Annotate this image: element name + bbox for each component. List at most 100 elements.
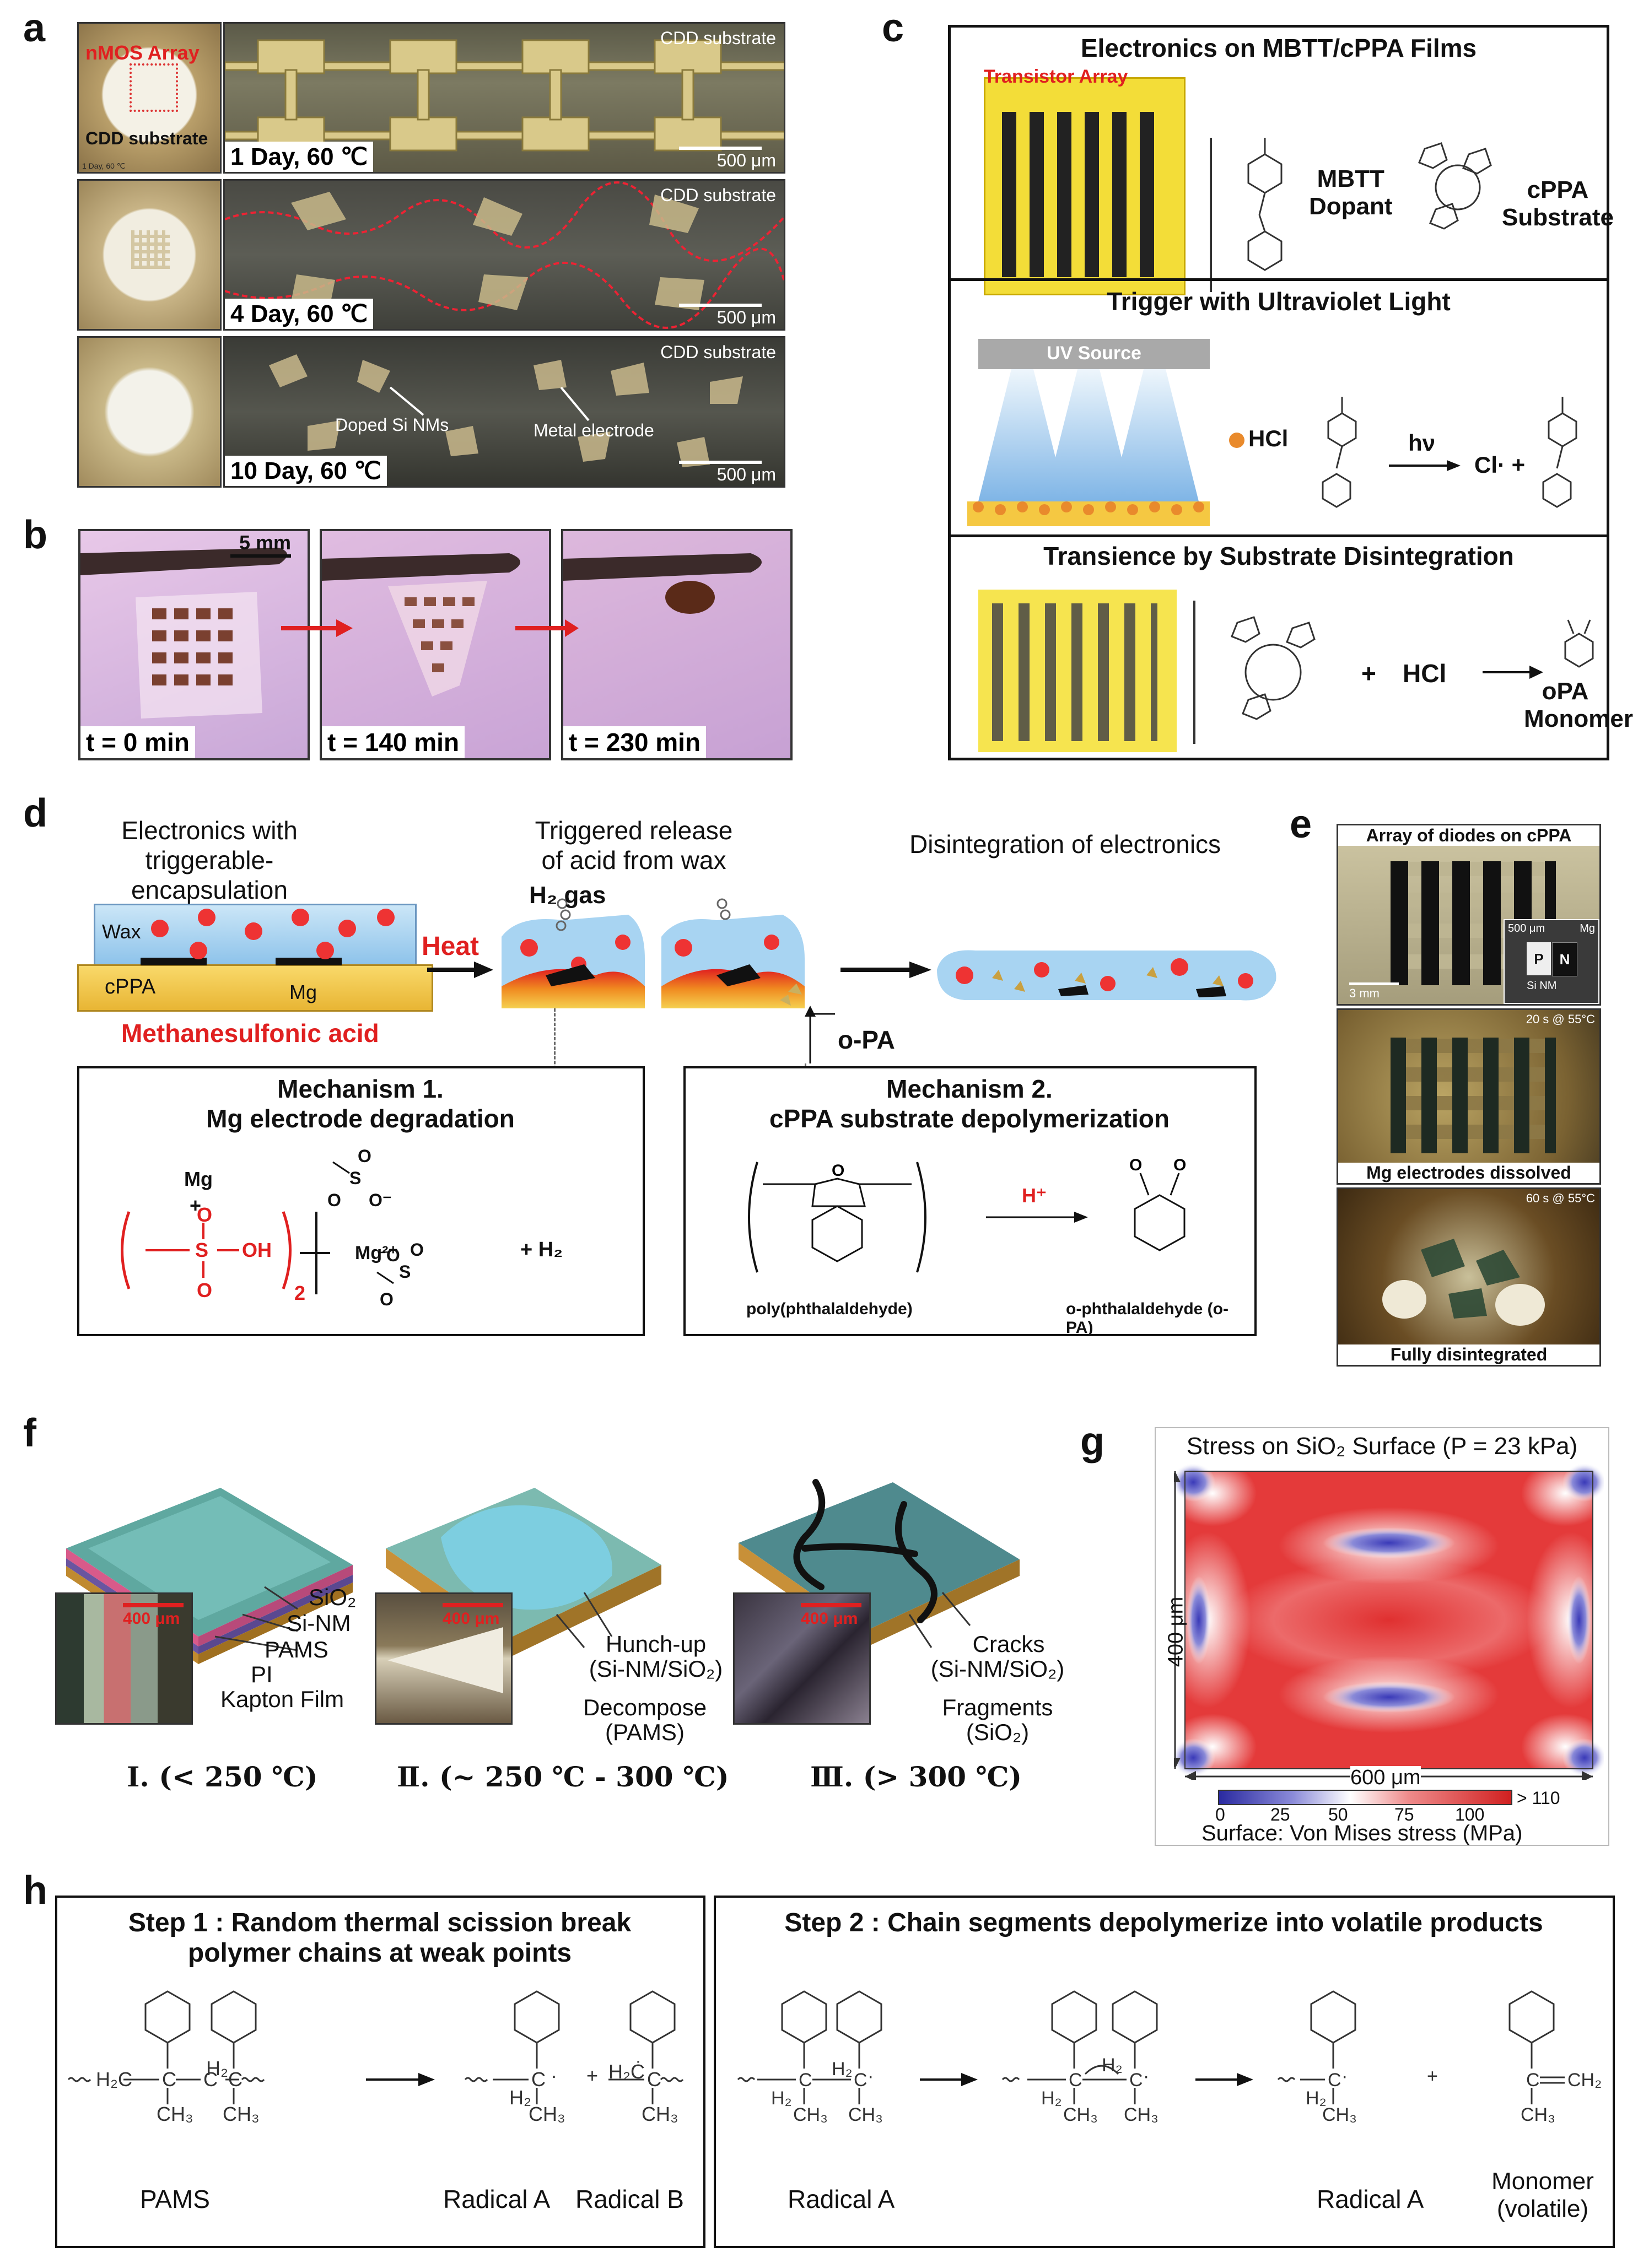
e-top-label: Array of diodes on cPPA xyxy=(1338,825,1599,846)
svg-text:S: S xyxy=(399,1262,411,1282)
svg-text:H₂: H₂ xyxy=(1102,2055,1123,2076)
svg-text:C: C xyxy=(162,2068,176,2091)
f-l3-0: Cracks xyxy=(972,1631,1045,1657)
g-tick-3: 75 xyxy=(1394,1805,1414,1824)
svg-text:CH₂: CH₂ xyxy=(1567,2070,1602,2091)
a-row2-array xyxy=(131,230,170,269)
c-film-3 xyxy=(978,590,1177,752)
c-s3-arrow xyxy=(1483,666,1543,679)
panel-label-g: g xyxy=(1080,1419,1104,1464)
svg-text:C: C xyxy=(203,2068,218,2091)
svg-text:2: 2 xyxy=(294,1282,305,1304)
d-m1-mg: Mg xyxy=(184,1168,213,1190)
a-row3-label-si: Doped Si NMs xyxy=(335,415,449,435)
a-inset-label: nMOS Array xyxy=(85,41,200,64)
svg-text:CH₃: CH₃ xyxy=(529,2103,565,2125)
d-m2-opa-label: o-phthalaldehyde (o-PA) xyxy=(1066,1300,1228,1337)
svg-text:O: O xyxy=(327,1190,341,1210)
c-s3-divider xyxy=(1193,601,1195,744)
g-tick-2: 50 xyxy=(1328,1805,1348,1824)
svg-text:C: C xyxy=(1328,2070,1341,2091)
f-l3-2: Fragments xyxy=(942,1694,1053,1720)
e-photo-1: Array of diodes on cPPA 3 mm 500 μm Mg P… xyxy=(1337,824,1601,1006)
svg-text:C: C xyxy=(1526,2070,1540,2091)
d-m1-mg2: Mg²⁺ xyxy=(355,1243,398,1263)
svg-text:CH₃: CH₃ xyxy=(157,2103,193,2125)
c-s3-hcl: HCl xyxy=(1403,659,1447,688)
h-s1-ra: Radical A xyxy=(443,2185,551,2213)
c-cppa-3 xyxy=(1231,616,1316,720)
svg-text:OH: OH xyxy=(242,1239,272,1261)
svg-text:C: C xyxy=(854,2070,868,2091)
f-l3-3: (SiO₂) xyxy=(966,1719,1030,1745)
panel-label-e: e xyxy=(1290,802,1312,846)
h-s2-mono: Monomer (volatile) xyxy=(1491,2168,1594,2222)
b-tweezer-1 xyxy=(80,548,287,719)
d-m2-arrow xyxy=(986,1212,1088,1223)
svg-text:H₂C: H₂C xyxy=(96,2068,132,2091)
a-row3-fragments xyxy=(269,354,743,467)
svg-text:H₂: H₂ xyxy=(1041,2088,1062,2109)
svg-text:CH₃: CH₃ xyxy=(223,2103,260,2125)
e-photo-2: 20 s @ 55°C Mg electrodes dissolved xyxy=(1337,1008,1601,1185)
e-p-block: P xyxy=(1527,942,1551,975)
svg-text:+: + xyxy=(586,2064,598,2087)
f-l1-3: PI xyxy=(251,1661,273,1687)
f-l3-1: (Si-NM/SiO₂) xyxy=(930,1656,1065,1682)
d-m2-h: H⁺ xyxy=(1022,1184,1047,1207)
svg-text:⁻O: ⁻O xyxy=(377,1245,400,1265)
svg-text:O: O xyxy=(1129,1156,1142,1174)
f-l1-1: Si-NM xyxy=(287,1610,351,1636)
a-row3-time: 10 Day, 60 ℃ xyxy=(225,456,387,486)
svg-text:O: O xyxy=(410,1240,424,1260)
svg-text:H₂: H₂ xyxy=(509,2086,531,2109)
d-cppa-label: cPPA xyxy=(105,975,156,998)
h-s1-rb: Radical B xyxy=(575,2185,684,2213)
f-l1-2: PAMS xyxy=(265,1637,328,1662)
panel-label-h: h xyxy=(23,1869,47,1913)
svg-text:H₂Ċ: H₂Ċ xyxy=(608,2060,645,2083)
d-wax-label: Wax xyxy=(102,920,141,943)
d-arrow-2 xyxy=(840,962,931,978)
e-fragments xyxy=(1382,1239,1545,1326)
a-row2-inset-photo xyxy=(77,179,222,331)
f-caption-2: Ⅱ. (~ 250 ℃ - 300 ℃) xyxy=(397,1761,729,1793)
d-arrow-1 xyxy=(427,962,493,978)
svg-text:CH₃: CH₃ xyxy=(642,2103,678,2125)
g-xlabel: 600 μm xyxy=(1350,1766,1421,1790)
e-scale-2: 500 μm xyxy=(1508,922,1545,935)
f-scalebar-3 xyxy=(801,1603,861,1607)
c-cppa-structure xyxy=(1418,142,1492,230)
c-uv-source xyxy=(978,339,1210,369)
c-s2-title: Trigger with Ultraviolet Light xyxy=(1107,287,1451,316)
d-mg-pad-2 xyxy=(276,958,342,965)
g-tick-4: 100 xyxy=(1455,1805,1485,1824)
d-m1-plus: + xyxy=(190,1194,202,1217)
c-sep-2 xyxy=(951,534,1607,537)
e-scale-1: 3 mm xyxy=(1349,986,1380,1000)
svg-text:H₂: H₂ xyxy=(206,2057,228,2080)
e-photo-3: 60 s @ 55°C Fully disintegrated xyxy=(1337,1187,1601,1367)
svg-text:O⁻: O⁻ xyxy=(369,1190,392,1210)
svg-text:O: O xyxy=(1173,1156,1186,1174)
c-box: Electronics on MBTT/cPPA Films Transisto… xyxy=(948,25,1633,760)
e-bottom-label: Fully disintegrated xyxy=(1338,1344,1599,1365)
g-stress-map xyxy=(1174,1460,1604,1780)
svg-text:H₂: H₂ xyxy=(1306,2088,1327,2109)
svg-text:O: O xyxy=(832,1162,844,1180)
svg-text:S: S xyxy=(349,1168,361,1188)
f-caption-1: Ⅰ. (< 250 ℃) xyxy=(127,1761,318,1793)
d-acid-label: Methanesulfonic acid xyxy=(121,1019,379,1047)
c-transistor-grid xyxy=(1002,112,1167,277)
d-opa-label: o-PA xyxy=(838,1025,895,1054)
a-inset-sub: CDD substrate xyxy=(85,128,208,148)
f-scale-2: 400 μm xyxy=(443,1610,500,1628)
svg-text:CH₃: CH₃ xyxy=(793,2104,828,2125)
c-s1-array-label: Transistor Array xyxy=(984,66,1128,87)
svg-text:C: C xyxy=(228,2068,243,2091)
c-opa-structure xyxy=(1564,619,1594,668)
d-header-3: Disintegration of electronics xyxy=(909,830,1221,858)
h-step2-box: Step 2 : Chain segments depolymerize int… xyxy=(714,1896,1615,2248)
